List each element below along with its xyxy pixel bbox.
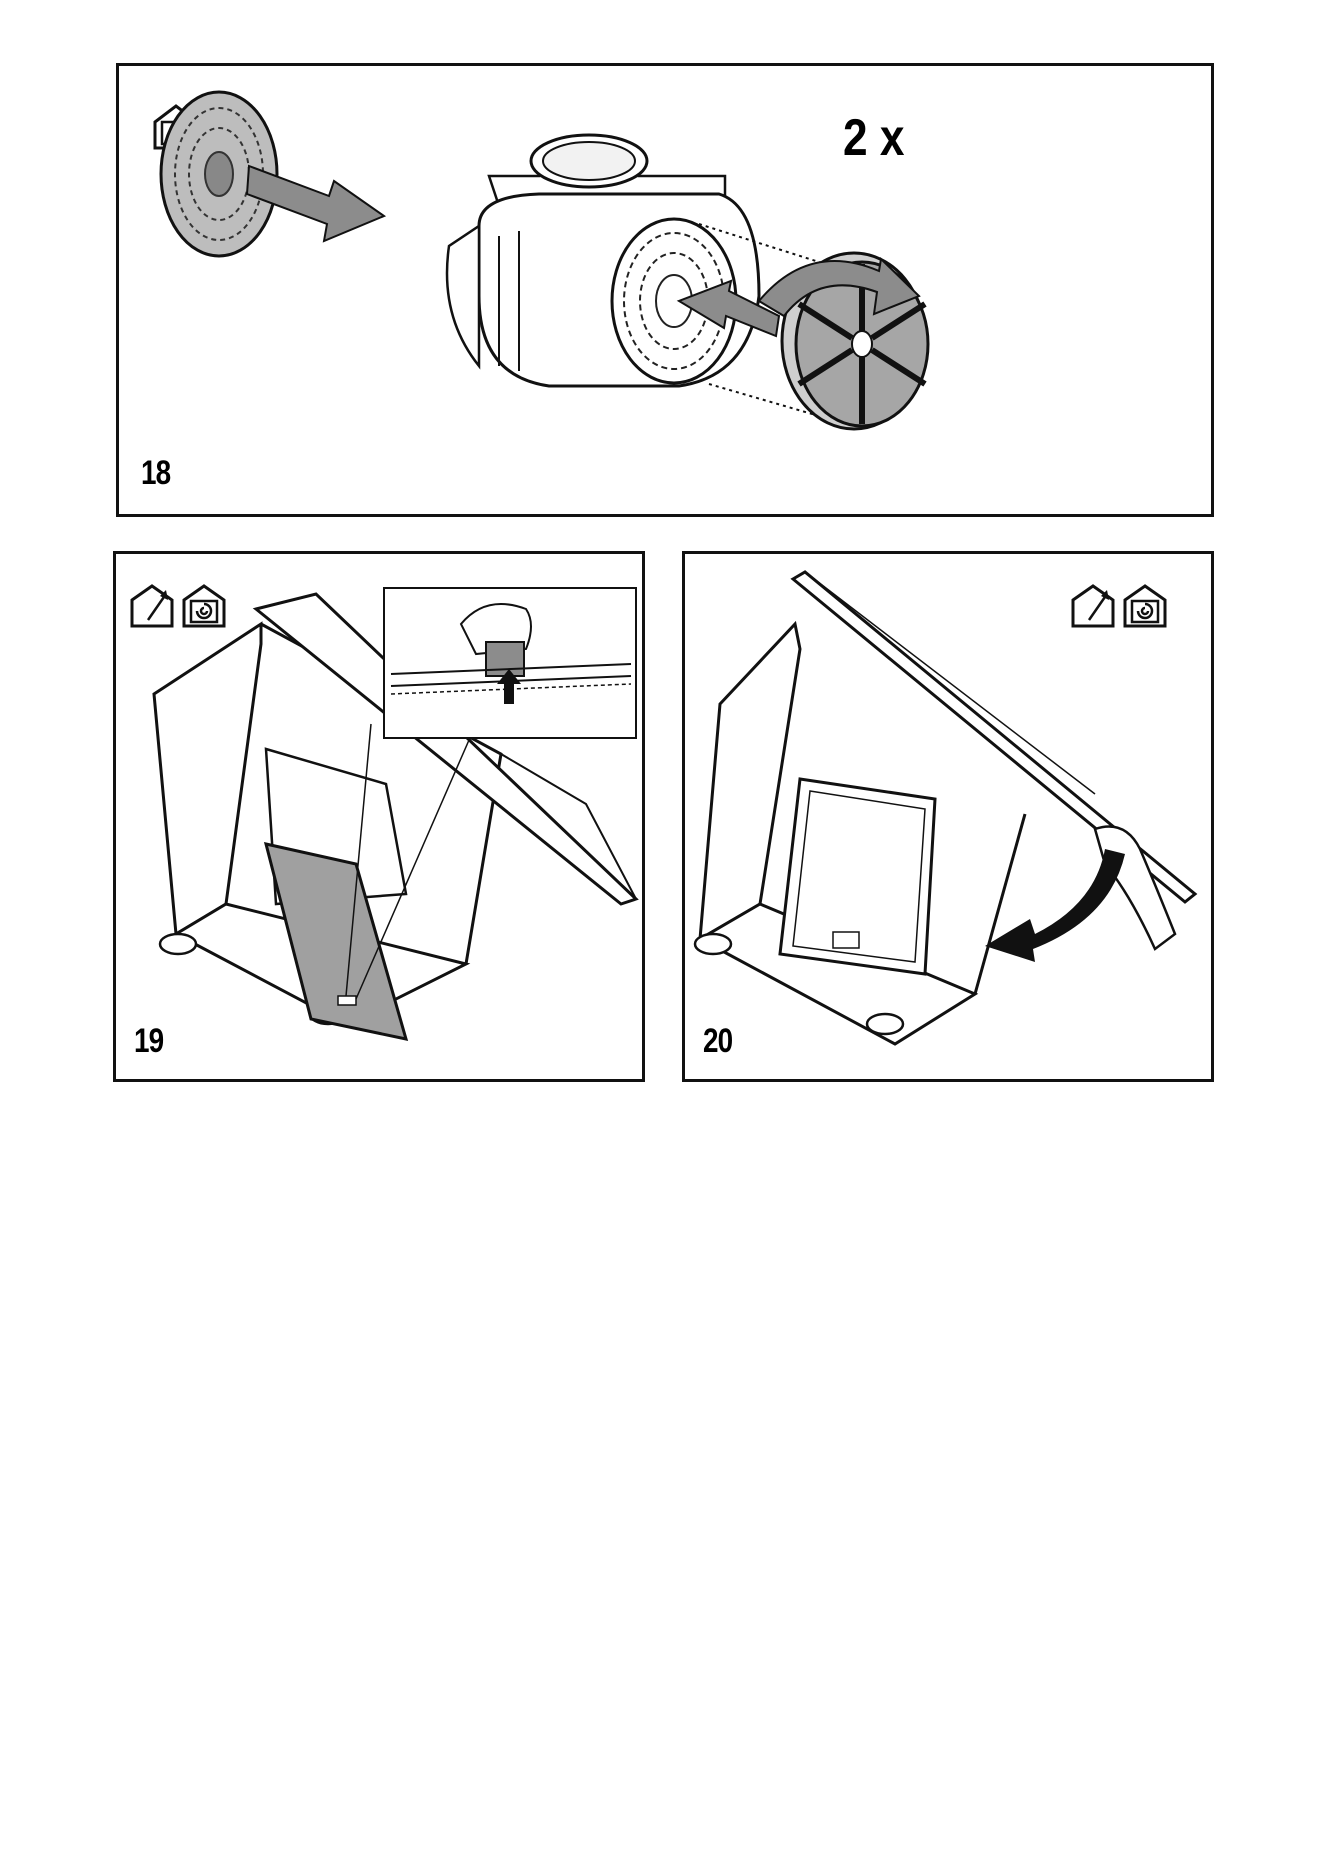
motor-housing <box>447 135 759 386</box>
panel-step-20: 20 <box>682 551 1214 1082</box>
hood-grease-filter-removal-illustration <box>116 554 642 1079</box>
fan-motor-with-carbon-filters-illustration <box>119 66 1211 514</box>
step-number: 20 <box>703 1022 732 1061</box>
panel-step-19: 19 <box>113 551 645 1082</box>
hood-panel-closing-illustration <box>685 554 1211 1079</box>
step-number: 19 <box>134 1022 163 1061</box>
step-number: 18 <box>141 454 170 493</box>
detail-inset <box>384 588 636 738</box>
panel-step-18: 2 x <box>116 63 1214 517</box>
close-direction-arrow <box>985 849 1125 962</box>
